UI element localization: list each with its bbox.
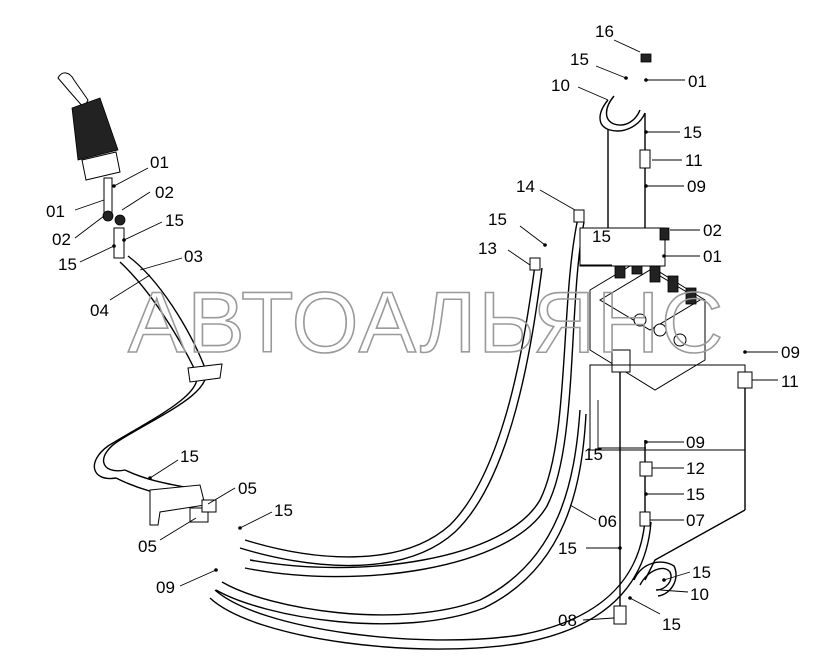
hose-10-top-b <box>605 95 641 126</box>
callout-15: 15 <box>662 615 681 634</box>
callout-13: 13 <box>478 239 497 258</box>
fitting-16 <box>640 53 652 63</box>
callout-01: 01 <box>46 202 65 221</box>
hose-13b <box>239 267 543 567</box>
callout-01: 01 <box>703 247 722 266</box>
callout-15: 15 <box>58 255 77 274</box>
pipe-right-lower <box>644 509 746 581</box>
callout-11: 11 <box>781 372 799 391</box>
callout-15: 15 <box>488 210 507 229</box>
valve-port-4 <box>667 275 679 293</box>
hose-04 <box>93 261 198 480</box>
mounting-bracket <box>149 363 223 526</box>
hose-14b <box>244 221 585 578</box>
valve-port-5 <box>685 287 697 305</box>
callout-15: 15 <box>274 501 293 520</box>
callout-05: 05 <box>238 479 257 498</box>
callout-15: 15 <box>692 563 711 582</box>
callout-04: 04 <box>90 301 109 320</box>
joystick-base <box>81 151 121 181</box>
callout-01: 01 <box>688 72 707 91</box>
hose-14 <box>249 217 579 569</box>
callout-15: 15 <box>570 50 589 69</box>
callout-16: 16 <box>595 22 614 41</box>
leader-dots <box>112 76 747 600</box>
fitting-02-right <box>114 214 126 226</box>
callout-15: 15 <box>584 445 603 464</box>
fitting-02-valve <box>659 227 670 241</box>
hose-10-bottom <box>639 567 672 591</box>
joystick-boot <box>71 97 119 161</box>
fittings <box>529 53 753 625</box>
callout-02: 02 <box>52 230 71 249</box>
joystick-adapter <box>113 227 125 259</box>
callout-01: 01 <box>150 153 169 172</box>
valve-bracket-lower <box>589 364 746 451</box>
callout-10: 10 <box>551 76 570 95</box>
hose-13 <box>244 264 536 558</box>
fitting-11-right <box>737 371 753 389</box>
hoses <box>93 95 746 650</box>
valve-outlet <box>611 349 631 373</box>
callout-02: 02 <box>703 221 722 240</box>
callout-09: 09 <box>686 433 705 452</box>
fitting-12 <box>639 461 653 477</box>
hose-07 <box>214 519 646 641</box>
fitting-07 <box>639 511 651 527</box>
fitting-05-b <box>201 499 217 513</box>
joystick-handle <box>57 72 89 109</box>
callout-15: 15 <box>180 447 199 466</box>
fitting-11-top <box>639 149 651 169</box>
hose-06 <box>221 409 581 616</box>
callout-10: 10 <box>690 585 709 604</box>
control-valve <box>579 227 746 451</box>
callout-11: 11 <box>685 151 703 170</box>
callout-14: 14 <box>516 177 535 196</box>
callout-06: 06 <box>598 512 617 531</box>
bracket-plate <box>149 484 206 526</box>
fitting-14 <box>573 209 585 223</box>
callout-15: 15 <box>165 211 184 230</box>
callout-09: 15 <box>558 539 577 558</box>
callout-07: 07 <box>686 511 705 530</box>
valve-spool-1 <box>633 313 647 327</box>
hose-03 <box>102 255 207 472</box>
callout-15: 15 <box>683 123 702 142</box>
callout-08: 08 <box>558 611 577 630</box>
joystick-assembly <box>57 72 126 259</box>
callout-15: 09 <box>156 578 175 597</box>
hose-06b <box>215 413 587 625</box>
hose-clamp <box>187 363 223 383</box>
hose-10-top <box>599 99 646 132</box>
callout-03: 03 <box>184 247 203 266</box>
valve-spool-2 <box>653 323 667 337</box>
fitting-08 <box>613 605 627 625</box>
callout-05: 05 <box>138 537 157 556</box>
leader-lines <box>74 39 778 621</box>
callout-09: 09 <box>687 177 706 196</box>
callout-15: 15 <box>686 485 705 504</box>
callout-02: 02 <box>155 183 174 202</box>
fitting-02-left <box>102 210 114 222</box>
callout-12: 12 <box>686 459 705 478</box>
valve-bracket-frame <box>579 227 666 267</box>
valve-spool-3 <box>673 333 687 347</box>
callout-15: 15 <box>592 227 611 246</box>
hose-07b <box>209 521 652 650</box>
callout-09: 09 <box>781 343 800 362</box>
watermark: АВТОАЛЬЯНС <box>128 275 725 371</box>
callout-labels: 16 15 10 01 15 11 09 14 15 13 15 02 01 0… <box>46 22 800 634</box>
fitting-13 <box>529 257 541 271</box>
